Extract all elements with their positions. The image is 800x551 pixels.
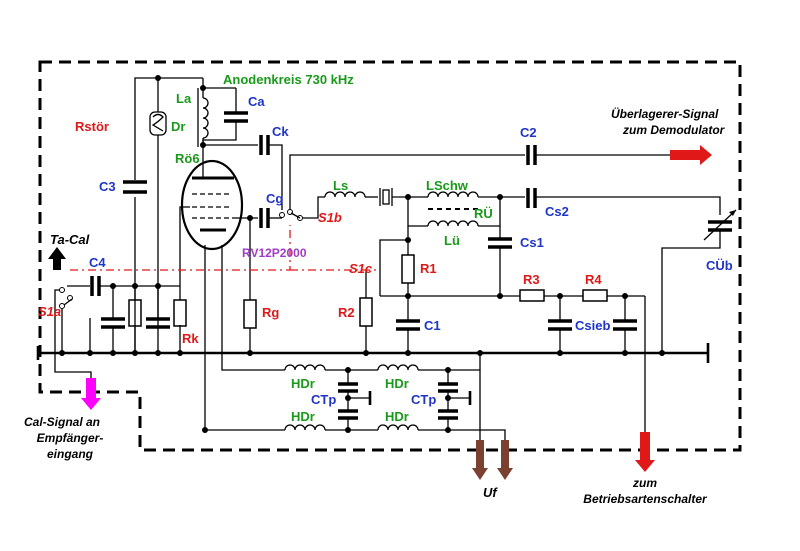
rk-resistor [173, 299, 187, 327]
label-lu: Lü [444, 233, 460, 248]
annotation-ueberlagerer-2: zum Demodulator [622, 123, 726, 137]
label-rstoer: Rstör [75, 119, 109, 134]
tube-roe6 [180, 159, 258, 251]
annotation-cal-2: Empfänger- [37, 431, 104, 445]
annotation-cal-3: eingang [47, 447, 94, 461]
annotation-cal-1: Cal-Signal an [24, 415, 100, 429]
label-tube-type: RV12P2000 [242, 246, 307, 260]
shield-enclosure [38, 60, 742, 452]
label-hdr-3: HDr [291, 409, 315, 424]
cg-capacitor [259, 208, 282, 228]
label-la: La [176, 91, 192, 106]
rstoer-component [149, 111, 167, 136]
annotation-betrieb: Betriebsartenschalter [583, 492, 708, 506]
annotation-ueberlagerer-1: Überlagerer-Signal [611, 106, 719, 121]
uf-arrow-2 [497, 440, 513, 480]
label-tacal: Ta-Cal [50, 232, 90, 247]
label-hdr-1: HDr [291, 376, 315, 391]
uf-arrow-1 [472, 440, 488, 480]
c3-capacitor [123, 180, 147, 194]
label-dr: Dr [171, 119, 185, 134]
label-rg: Rg [262, 305, 279, 320]
label-uf: Uf [483, 485, 498, 500]
la-coil [197, 88, 209, 147]
ca-capacitor [202, 88, 248, 165]
label-c1: C1 [424, 318, 441, 333]
cathode-capacitor [146, 285, 170, 329]
label-cs2: Cs2 [545, 204, 569, 219]
label-ca: Ca [248, 94, 265, 109]
label-hdr-4: HDr [385, 409, 409, 424]
label-ck: Ck [272, 124, 289, 139]
label-r1: R1 [420, 261, 437, 276]
label-cs1: Cs1 [520, 235, 544, 250]
annotation-zum: zum [632, 476, 657, 490]
ck-capacitor [203, 135, 283, 210]
cal-out-arrow [81, 378, 101, 410]
label-r3: R3 [523, 272, 540, 287]
junction-dots [59, 75, 665, 433]
ground-bus [36, 343, 710, 363]
rg-resistor [243, 218, 257, 353]
cueb-trimmer [661, 209, 737, 353]
label-ru: RÜ [474, 206, 493, 221]
label-rk: Rk [182, 331, 199, 346]
s1b-switch [279, 196, 325, 221]
label-c2: C2 [520, 125, 537, 140]
overlayer-out-arrow [670, 145, 712, 165]
tacal-arrow [48, 247, 66, 270]
c2-capacitor [289, 145, 675, 215]
ls-coil [324, 191, 378, 198]
r2-resistor [359, 270, 373, 353]
crystal [379, 188, 428, 206]
label-ctp-1: CTp [311, 392, 336, 407]
r3-resistor [519, 289, 583, 302]
label-r4: R4 [585, 272, 602, 287]
betrieb-arrow [635, 432, 655, 472]
label-s1a: S1a [38, 304, 61, 319]
label-lschw: LSchw [426, 178, 469, 193]
circuit-title: Anodenkreis 730 kHz [223, 72, 354, 87]
label-ls: Ls [333, 178, 348, 193]
label-s1b: S1b [318, 210, 342, 225]
label-s1c: S1c [349, 261, 373, 276]
label-roe6: Rö6 [175, 151, 200, 166]
label-csieb: Csieb [575, 318, 610, 333]
label-c3: C3 [99, 179, 116, 194]
label-hdr-2: HDr [385, 376, 409, 391]
cs1-capacitor [488, 226, 520, 297]
label-cueb: CÜb [706, 258, 733, 273]
c1-capacitor [396, 296, 420, 353]
csieb-capacitors [548, 295, 646, 440]
r4-resistor [582, 289, 625, 302]
label-cg: Cg [266, 191, 283, 206]
label-r2: R2 [338, 305, 355, 320]
label-ctp-2: CTp [411, 392, 436, 407]
cs2-capacitor [526, 188, 721, 215]
label-c4: C4 [89, 255, 106, 270]
r1-resistor [379, 226, 500, 297]
